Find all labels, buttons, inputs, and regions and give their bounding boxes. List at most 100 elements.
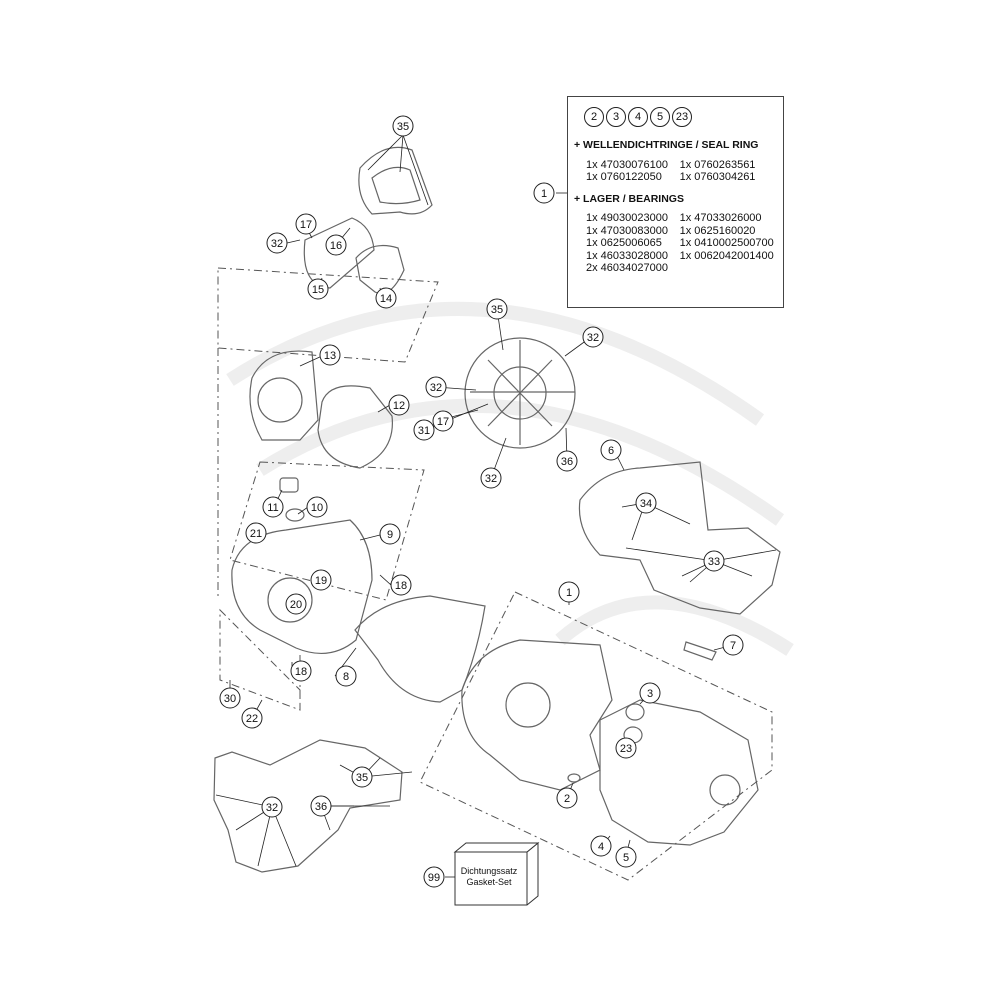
callout-21[interactable]: 21 [245,522,267,544]
callout-circle [639,682,661,704]
callout-circle [533,182,555,204]
callout-number: 36 [561,456,573,468]
callout-number: 1 [541,188,547,200]
callout-number: 5 [623,852,629,864]
callout-14[interactable]: 14 [375,287,397,309]
callout-circle [290,660,312,682]
callout-99[interactable]: 99 [423,866,455,888]
callout-number: 19 [315,575,327,587]
callout-23[interactable]: 23 [615,737,637,759]
seal-ring-list: 1x 47030076100 1x 0760122050 1x 07602635… [586,159,783,184]
callout-circle [245,522,267,544]
callout-19[interactable]: 19 [310,569,332,591]
callout-circle [262,496,284,518]
crankcase-frame [419,591,773,881]
part-number: 1x 47030076100 [586,158,668,171]
part-number: 1x 47033026000 [679,212,762,224]
callout-32[interactable]: 32 [266,232,288,254]
callout-13[interactable]: 13 [319,344,341,366]
callout-circle [556,787,578,809]
section-title-seal-ring: + WELLENDICHTRINGE / SEAL RING [574,139,759,151]
assembly-dash-lines [217,267,439,711]
kit-line-1: Dichtungssatz [460,866,518,876]
callout-circle [635,492,657,514]
callout-1[interactable]: 1 [533,182,555,204]
callout-number: 32 [587,332,599,344]
callout-16[interactable]: 16 [325,234,347,256]
callout-15[interactable]: 15 [307,278,329,300]
callout-number: 8 [343,671,349,683]
callout-number: 4 [598,841,604,853]
chip[interactable]: 23 [672,107,692,127]
callout-32[interactable]: 32 [582,326,604,348]
callout-circle [319,344,341,366]
callout-8[interactable]: 8 [335,665,357,687]
part-number: 1x 49030023000 [586,212,668,224]
callout-35[interactable]: 35 [392,115,414,137]
callout-circle [375,287,397,309]
part-number: 2x 46034027000 [586,262,668,274]
part-number: 1x 0625006065 [586,237,662,249]
callout-9[interactable]: 9 [379,523,401,545]
callout-number: 17 [300,219,312,231]
callout-32[interactable]: 32 [480,467,502,489]
callout-number: 31 [418,425,430,437]
callout-6[interactable]: 6 [600,439,622,461]
callout-31[interactable]: 31 [413,419,435,441]
callout-1[interactable]: 1 [558,581,580,603]
chip[interactable]: 2 [584,107,604,127]
callout-number: 2 [564,793,570,805]
callout-18[interactable]: 18 [290,660,312,682]
callout-3[interactable]: 3 [639,682,661,704]
callout-circle [335,665,357,687]
callout-number: 35 [356,772,368,784]
chip[interactable]: 3 [606,107,626,127]
callout-number: 18 [295,666,307,678]
callout-32[interactable]: 32 [261,796,283,818]
callout-number: 22 [246,713,258,725]
callout-circle [310,569,332,591]
callout-number: 17 [437,416,449,428]
callout-36[interactable]: 36 [556,450,578,472]
callout-11[interactable]: 11 [262,496,284,518]
callout-circle [480,467,502,489]
callout-number: 9 [387,529,393,541]
callout-circle [722,634,744,656]
part-number: 1x 0410002500700 [679,237,774,249]
callout-35[interactable]: 35 [486,298,508,320]
callout-7[interactable]: 7 [722,634,744,656]
callout-number: 11 [267,502,278,514]
callout-22[interactable]: 22 [241,707,263,729]
callout-34[interactable]: 34 [635,492,657,514]
callout-circle [388,394,410,416]
callout-circle [703,550,725,572]
bearings-list: 1x 49030023000 1x 47030083000 1x 0625006… [586,212,783,275]
part-number: 1x 0062042001400 [679,249,774,262]
part-number: 1x 0760122050 [586,171,662,183]
callout-33[interactable]: 33 [703,550,725,572]
callout-number: 1 [566,587,572,599]
callout-4[interactable]: 4 [590,835,612,857]
callout-2[interactable]: 2 [556,787,578,809]
chip[interactable]: 5 [650,107,670,127]
callout-36[interactable]: 36 [310,795,332,817]
part-number: 1x 0625160020 [679,224,756,237]
callout-30[interactable]: 30 [219,687,241,709]
chip[interactable]: 4 [628,107,648,127]
callout-number: 23 [620,743,632,755]
callout-17[interactable]: 17 [432,410,454,432]
callout-20[interactable]: 20 [285,593,307,615]
callout-35[interactable]: 35 [351,766,373,788]
callout-32[interactable]: 32 [425,376,447,398]
callout-number: 36 [315,801,327,813]
callout-number: 20 [290,599,302,611]
callout-18[interactable]: 18 [390,574,412,596]
callout-5[interactable]: 5 [615,846,637,868]
callout-12[interactable]: 12 [388,394,410,416]
callout-number: 21 [250,528,262,540]
callout-circle [425,376,447,398]
callout-17[interactable]: 17 [295,213,317,235]
callout-number: 33 [708,556,720,568]
callout-10[interactable]: 10 [306,496,328,518]
